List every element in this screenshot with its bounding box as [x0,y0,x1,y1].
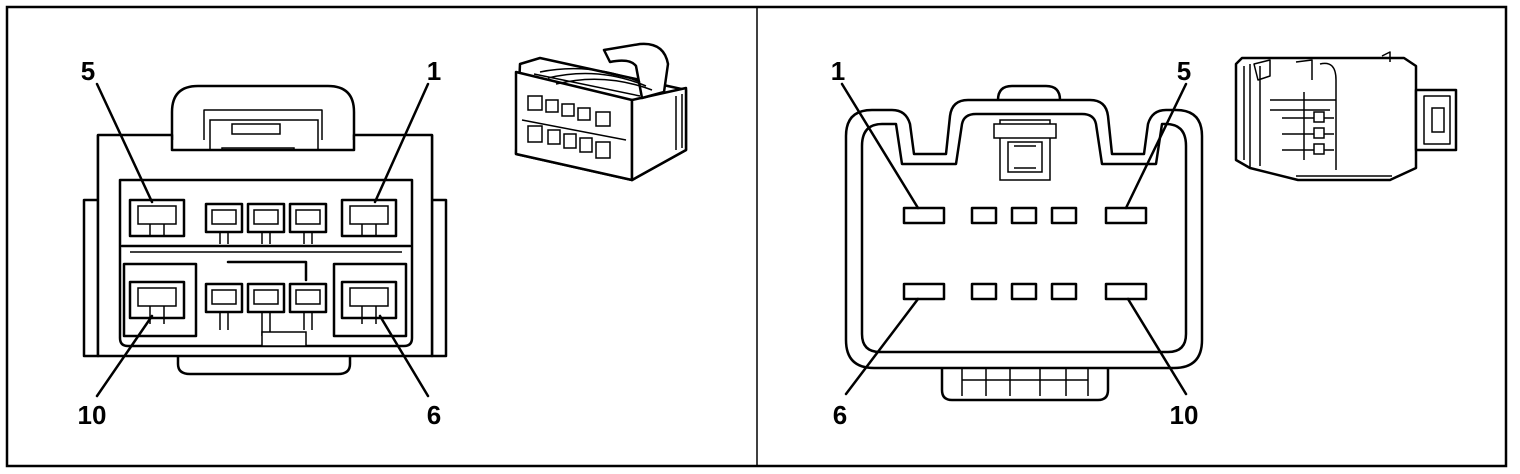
diagram-frame [5,5,1508,468]
right-bottom-row-pins [902,282,1148,301]
pin-label-1-left: 1 [427,56,441,86]
pin-label-10-right: 10 [1170,400,1199,430]
right-connector-face [844,84,1204,402]
pin-label-5-left: 5 [81,56,95,86]
pin-label-10-left: 10 [78,400,107,430]
left-bottom-row-cavities [122,260,408,347]
left-callout-lines [95,82,430,398]
right-connector-3d-view [1234,51,1458,182]
pin-label-6-left: 6 [427,400,441,430]
pin-label-5-right: 5 [1177,56,1191,86]
right-top-row-pins [902,206,1148,225]
right-callout-lines [840,82,1188,396]
left-panel: 5 1 10 6 [78,42,688,430]
left-top-row-cavities [128,198,398,244]
pin-label-6-right: 6 [833,400,847,430]
right-panel: 1 5 6 10 [831,51,1458,430]
left-connector-3d-view [514,42,688,182]
pin-label-1-right: 1 [831,56,845,86]
left-connector-face [82,84,448,376]
